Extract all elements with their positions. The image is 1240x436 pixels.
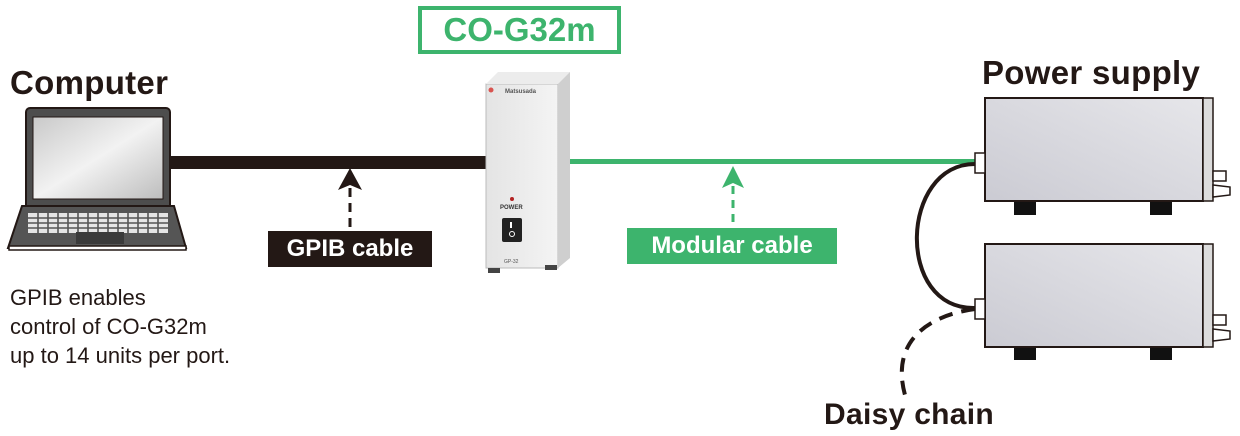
product-title: CO-G32m (443, 11, 596, 48)
power-supply-title: Power supply (982, 54, 1201, 91)
power-supply-unit-2 (974, 243, 1231, 360)
daisy-chain-cable (914, 162, 976, 311)
modular-cable-line (568, 159, 976, 164)
note-line: GPIB enables (10, 285, 146, 310)
device-power-label: POWER (500, 205, 523, 211)
note-line: up to 14 units per port. (10, 343, 231, 368)
power-led (510, 197, 514, 201)
note-line: control of CO-G32m (10, 314, 207, 339)
daisy-chain-dashed-cable (899, 307, 976, 396)
gpib-note: GPIB enables control of CO-G32m up to 14… (10, 283, 230, 370)
daisy-chain-label: Daisy chain (824, 398, 995, 431)
device-model-label: GP-32 (504, 259, 519, 265)
device-brand: Matsusada (505, 89, 537, 95)
modular-cable-label: Modular cable (627, 228, 837, 264)
modular-arrow-icon (722, 166, 744, 230)
brand-logo-icon (488, 87, 494, 93)
co-g32m-device (485, 72, 570, 273)
gpib-cable-line (170, 156, 486, 169)
laptop-icon (6, 107, 188, 251)
power-supply-unit-1 (974, 97, 1231, 215)
computer-title: Computer (10, 64, 169, 101)
product-title-box: CO-G32m (418, 6, 621, 54)
gpib-cable-label: GPIB cable (268, 231, 432, 267)
power-switch (502, 218, 522, 242)
gpib-arrow-icon (338, 168, 362, 232)
keyboard (28, 213, 168, 233)
